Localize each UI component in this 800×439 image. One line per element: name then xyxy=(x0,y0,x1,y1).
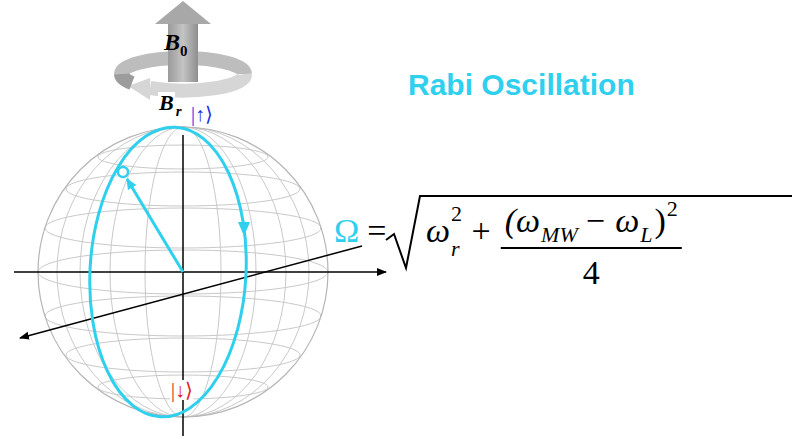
rotating-field-ring-front xyxy=(121,74,245,100)
formula-symbol: ω xyxy=(426,214,450,248)
formula-symbol: − ω xyxy=(584,204,639,238)
fraction-bar xyxy=(501,247,682,249)
formula-symbol: ) xyxy=(654,204,665,238)
formula-symbol: (ω xyxy=(505,204,540,238)
field-symbol: B xyxy=(164,30,180,54)
y-axis xyxy=(14,271,386,273)
spin-tip xyxy=(118,167,128,177)
static-field-arrow xyxy=(155,1,211,82)
field-subscript: r xyxy=(175,104,183,119)
formula-symbol: + xyxy=(472,214,491,248)
heading: Rabi Oscillation xyxy=(408,70,635,100)
field-subscript: 0 xyxy=(180,44,188,59)
field-symbol: B xyxy=(158,92,175,114)
formula-subscript: MW xyxy=(541,224,578,246)
ket-label: |↑⟩ xyxy=(190,104,214,124)
formula-subscript: L xyxy=(640,224,652,246)
ket-label: |↓⟩ xyxy=(170,380,194,400)
spin-vector xyxy=(127,179,183,272)
formula-symbol: Ω xyxy=(334,214,359,248)
formula-symbol: = xyxy=(367,214,386,248)
x-axis xyxy=(20,246,362,338)
rabi-trajectory xyxy=(83,123,254,421)
formula-subscript: r xyxy=(451,238,460,260)
formula-exponent: 2 xyxy=(451,203,462,225)
trajectory-arrowhead xyxy=(238,222,250,236)
formula-denominator: 4 xyxy=(583,256,600,290)
formula-exponent: 2 xyxy=(667,198,678,220)
